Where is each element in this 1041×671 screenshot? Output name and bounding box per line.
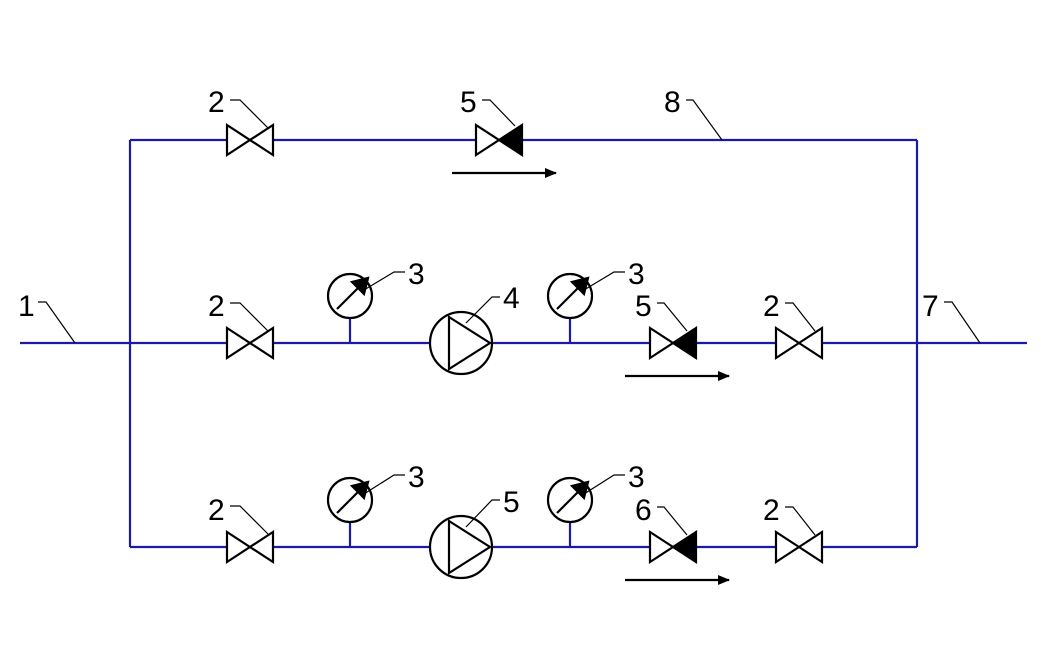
callout-mid-valve-2: 2 xyxy=(763,290,780,323)
check-valve-icon xyxy=(648,325,698,361)
callout-mid-gauge-2: 3 xyxy=(628,258,645,291)
callout-bot-valve-1: 2 xyxy=(208,494,225,527)
callout-bot-gauge-1: 3 xyxy=(408,461,425,494)
callout-bot-valve-2: 2 xyxy=(763,494,780,527)
gate-valve-icon xyxy=(774,529,824,565)
pipework xyxy=(20,138,1027,549)
callout-bypass-line: 8 xyxy=(664,86,681,119)
gate-valve-icon xyxy=(225,122,275,158)
callout-bot-pump: 5 xyxy=(503,486,520,519)
check-valve-icon xyxy=(474,122,524,158)
pump-icon xyxy=(428,310,494,376)
check-valve-icon xyxy=(648,529,698,565)
pressure-gauge-icon xyxy=(326,272,374,320)
callout-outlet: 7 xyxy=(922,290,939,323)
pressure-gauge-icon xyxy=(546,476,594,524)
callout-mid-check-valve: 5 xyxy=(635,290,652,323)
pressure-gauge-icon xyxy=(546,272,594,320)
leader-lines xyxy=(38,99,981,536)
callout-mid-valve-1: 2 xyxy=(208,290,225,323)
gate-valve-icon xyxy=(225,325,275,361)
callout-bot-check-valve: 6 xyxy=(635,494,652,527)
callout-inlet: 1 xyxy=(18,290,35,323)
callout-bot-gauge-2: 3 xyxy=(628,461,645,494)
callout-mid-gauge-1: 3 xyxy=(408,258,425,291)
pressure-gauge-icon xyxy=(326,476,374,524)
callout-mid-pump: 4 xyxy=(503,282,520,315)
callout-top-valve-1: 2 xyxy=(208,86,225,119)
pump-icon xyxy=(428,514,494,580)
callout-top-check-valve: 5 xyxy=(460,86,477,119)
gate-valve-icon xyxy=(774,325,824,361)
gate-valve-icon xyxy=(225,529,275,565)
